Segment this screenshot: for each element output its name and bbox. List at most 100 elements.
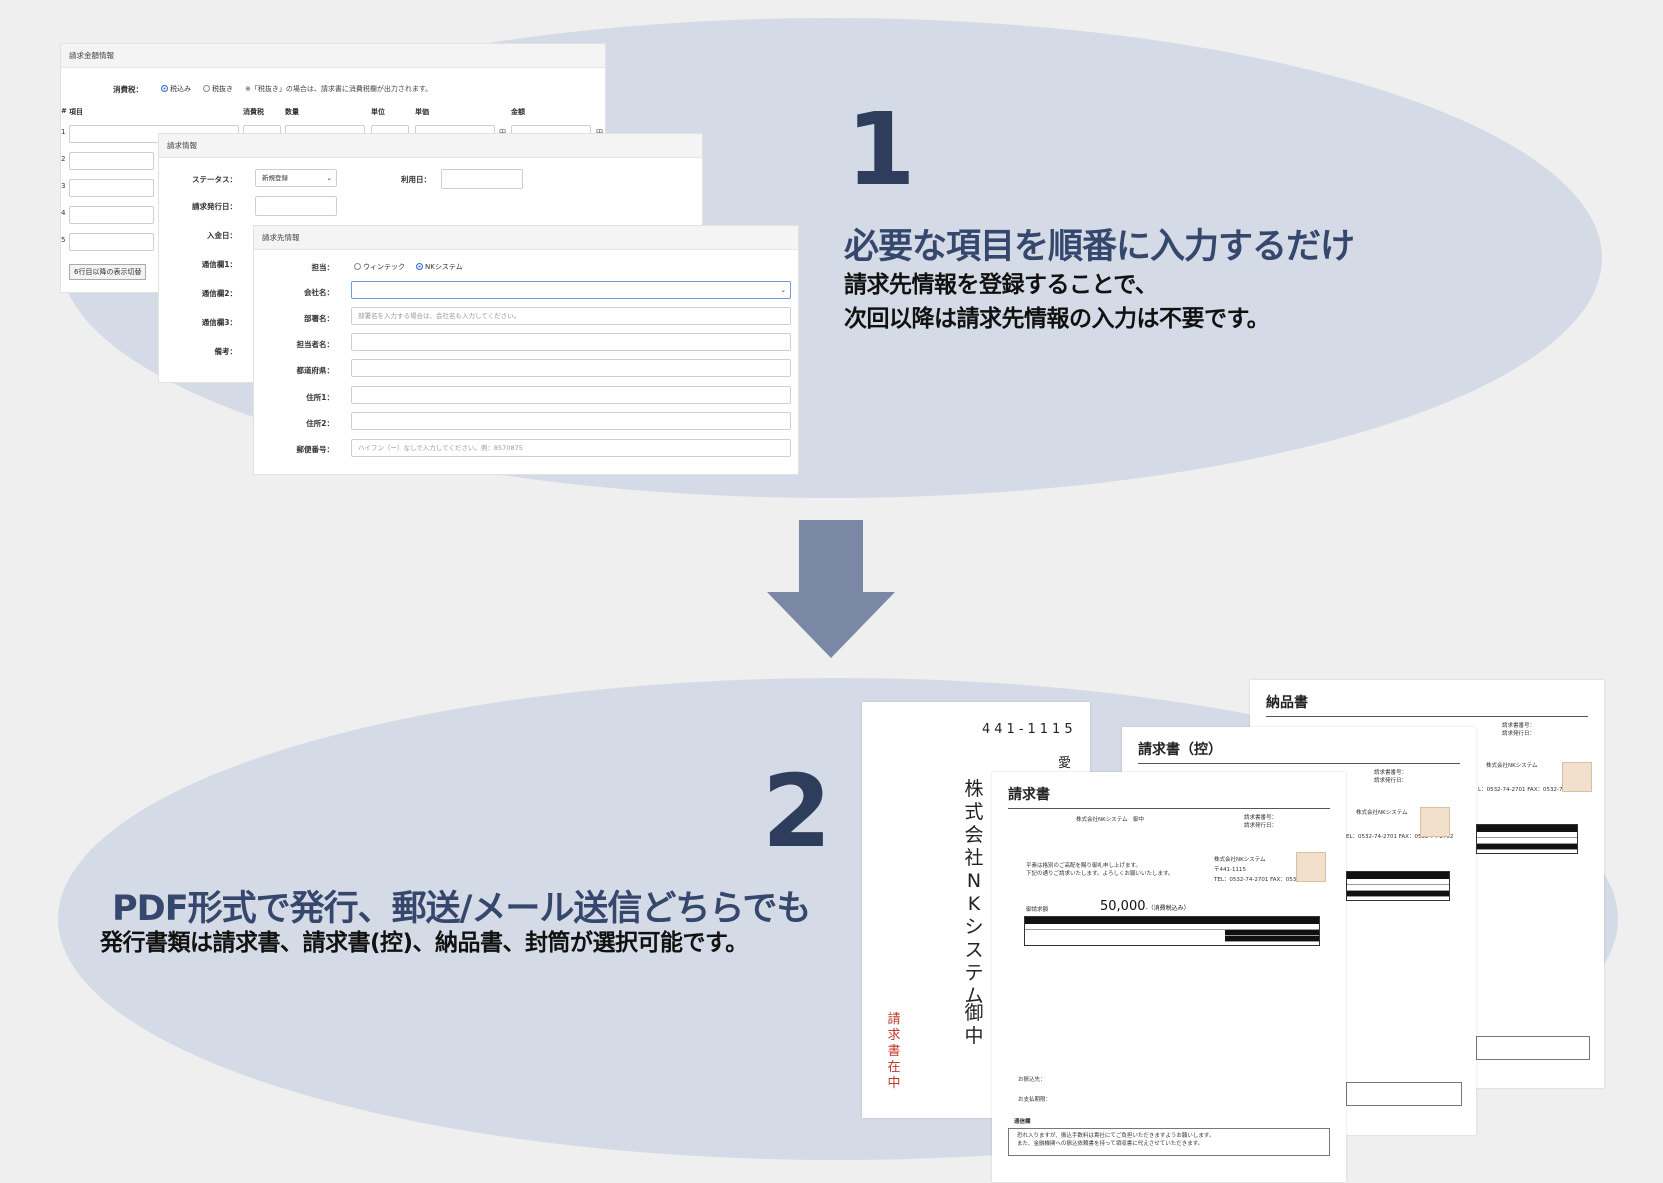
col-number: # — [61, 107, 67, 115]
delivery-date-label: 請求発行日： — [1502, 731, 1536, 737]
delivery-summary-table — [1476, 824, 1578, 854]
delivery-company: 株式会社NKシステム — [1486, 763, 1538, 769]
step1-title: 必要な項目を順番に入力するだけ — [844, 227, 1355, 267]
copy-summary-table — [1346, 871, 1450, 901]
comm3-label: 通信欄3： — [201, 318, 237, 327]
tax-label: 消費税： — [113, 85, 143, 94]
invoice-greeting1: 平素は格別のご高配を賜り御礼申し上げます。 — [1026, 863, 1141, 869]
envelope-enclosed-label: 請求書在中 — [887, 1012, 901, 1091]
chevron-down-icon: ⌄ — [780, 286, 786, 294]
dept-input[interactable]: 部署名を入力する場合は、会社名も入力してください。 — [351, 307, 791, 325]
invoice-comment-box: 恐れ入りますが、振込手数料は貴社にてご負担いただきますようお願いします。 また、… — [1008, 1128, 1330, 1156]
step2-description: 発行書類は請求書、請求書(控)、納品書、封筒が選択可能です。 — [100, 930, 748, 956]
invoice-document: 請求書 株式会社NKシステム 御中 請求書番号： 請求発行日： 平素は格別のご高… — [992, 772, 1346, 1182]
pref-input[interactable] — [351, 359, 791, 377]
use-date-label: 利用日： — [401, 175, 431, 184]
company-seal-icon — [1296, 852, 1326, 882]
zip-input[interactable]: ハイフン（ー）なしで入力してください。例：8570875 — [351, 439, 791, 457]
company-seal-icon — [1562, 762, 1592, 792]
delivery-comment-box — [1476, 1036, 1590, 1060]
invoice-amount-label: 御請求額 — [1026, 907, 1049, 913]
invoice-comm-label: 通信欄 — [1014, 1119, 1031, 1125]
invoice-company: 株式会社NKシステム — [1214, 857, 1266, 863]
invoice-tel: TEL：0532-74-2701 FAX：0532-74-2702 — [1214, 877, 1325, 883]
row-number: 3 — [61, 182, 66, 190]
envelope-zip: 441-1115 — [982, 722, 1077, 737]
invoice-addressee: 株式会社NKシステム 御中 — [1076, 817, 1145, 823]
col-item: 項目 — [69, 108, 83, 116]
tax-out-radio[interactable]: 税抜き — [203, 84, 233, 94]
invoice-panel-header: 請求情報 — [159, 134, 702, 158]
company-label: 会社名： — [304, 288, 334, 297]
row-number: 4 — [61, 209, 66, 217]
owner-wintech-radio[interactable]: ウィンテック — [354, 262, 405, 272]
issue-date-input[interactable] — [255, 196, 337, 216]
status-label: ステータス： — [192, 175, 237, 184]
zip-label: 郵便番号： — [296, 445, 335, 454]
show-more-rows-button[interactable]: 6行目以降の表示切替 — [69, 264, 147, 280]
invoice-title: 請求書 — [1008, 787, 1050, 803]
title-rule — [1138, 763, 1460, 764]
step1-desc-line1: 請求先情報を登録することで、 — [844, 272, 1158, 298]
arrow-down-icon — [767, 520, 895, 658]
copy-tel: EL：0532-74-2701 FAX：0532-74-2702 — [1346, 834, 1454, 840]
use-date-input[interactable] — [441, 169, 523, 189]
col-amount: 金額 — [511, 108, 525, 116]
addr1-input[interactable] — [351, 386, 791, 404]
col-unit: 単位 — [371, 108, 385, 116]
title-rule — [1008, 808, 1330, 809]
item-input[interactable] — [69, 206, 154, 224]
envelope-recipient: 株式会社NKシステム — [964, 778, 984, 1007]
copy-title: 請求書（控） — [1138, 742, 1222, 758]
comm1-label: 通信欄1： — [201, 260, 237, 269]
step1-desc-line2: 次回以降は請求先情報の入力は不要です。 — [844, 306, 1270, 332]
row-number: 2 — [61, 155, 66, 163]
delivery-tel: L：0532-74-2701 FAX：0532-74-2702 — [1478, 787, 1582, 793]
client-info-panel: 請求先情報 担当： ウィンテック NKシステム 会社名： ⌄ 部署名： 部署名を… — [253, 225, 799, 475]
envelope-honorific: 御中 — [964, 1002, 984, 1047]
addr2-input[interactable] — [351, 412, 791, 430]
person-input[interactable] — [351, 333, 791, 351]
copy-date-label: 請求発行日： — [1374, 778, 1408, 784]
owner-nk-radio[interactable]: NKシステム — [416, 262, 463, 272]
envelope-address: 愛 — [1058, 756, 1072, 771]
copy-company: 株式会社NKシステム — [1356, 810, 1408, 816]
col-qty: 数量 — [285, 108, 299, 116]
invoice-due-label: お支払期限： — [1018, 1097, 1052, 1103]
col-price: 単価 — [415, 108, 429, 116]
company-seal-icon — [1420, 807, 1450, 837]
amount-panel-header: 請求金額情報 — [61, 44, 605, 68]
tax-in-radio[interactable]: 税込み — [161, 84, 191, 94]
comm2-label: 通信欄2： — [201, 289, 237, 298]
invoice-zip: 〒441-1115 — [1214, 867, 1246, 873]
delivery-no-label: 請求書番号： — [1502, 723, 1536, 729]
invoice-comm2: また、金融機関への振込依頼書を持って領収書に代えさせていただきます。 — [1017, 1141, 1204, 1147]
radio-unchecked-icon — [354, 263, 361, 270]
status-select[interactable]: 新規登録⌄ — [255, 169, 337, 187]
row-number: 1 — [61, 128, 66, 136]
step1-description: 請求先情報を登録することで、 次回以降は請求先情報の入力は不要です。 — [844, 268, 1270, 336]
item-input[interactable] — [69, 152, 154, 170]
owner-label: 担当： — [311, 263, 335, 272]
delivery-title: 納品書 — [1266, 695, 1308, 711]
invoice-amount: 50,000-（消費税込み） — [1100, 899, 1190, 914]
invoice-items-table — [1024, 916, 1320, 946]
remarks-label: 備考： — [214, 347, 238, 356]
pref-label: 都道府県： — [296, 366, 335, 375]
issue-date-label: 請求発行日： — [192, 202, 237, 211]
company-select[interactable]: ⌄ — [351, 281, 791, 299]
invoice-date-label: 請求発行日： — [1244, 823, 1278, 829]
copy-comment-box — [1346, 1082, 1462, 1106]
col-tax: 消費税 — [243, 108, 264, 116]
item-input[interactable] — [69, 179, 154, 197]
invoice-no-label: 請求書番号： — [1244, 815, 1278, 821]
invoice-comm1: 恐れ入りますが、振込手数料は貴社にてご負担いただきますようお願いします。 — [1017, 1133, 1215, 1139]
item-input[interactable] — [69, 233, 154, 251]
chevron-down-icon: ⌄ — [326, 174, 332, 182]
invoice-transfer-label: お振込先： — [1018, 1077, 1046, 1083]
step2-number: 2 — [762, 753, 832, 870]
client-panel-header: 請求先情報 — [254, 226, 798, 250]
addr1-label: 住所1： — [306, 393, 334, 402]
addr2-label: 住所2： — [306, 419, 334, 428]
person-label: 担当者名： — [296, 340, 335, 349]
